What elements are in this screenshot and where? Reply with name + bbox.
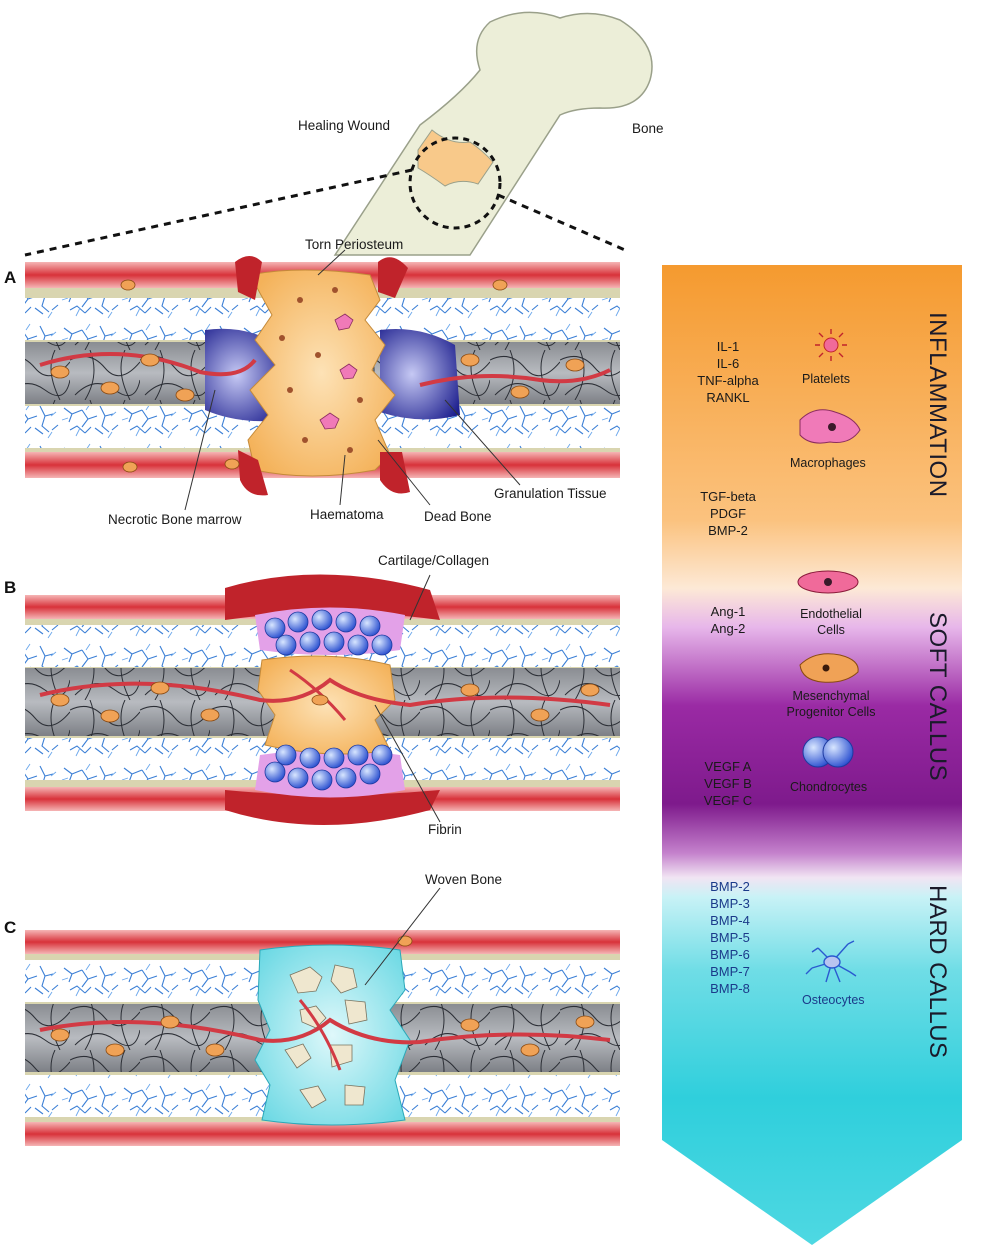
label-torn-periosteum: Torn Periosteum: [305, 237, 404, 252]
factor-group-inflammation-1: IL-1 IL-6 TNF-alpha RANKL: [697, 339, 759, 405]
phase-title-soft-callus: SOFT CALLUS: [924, 612, 951, 782]
cell-label-platelets: Platelets: [802, 372, 850, 386]
label-necrotic-bone-marrow: Necrotic Bone marrow: [108, 512, 242, 527]
label-woven-bone: Woven Bone: [425, 872, 503, 887]
factor-group-soft-callus-1: Ang-1 Ang-2: [710, 604, 746, 636]
mesenchymal-cell-icon: [799, 653, 859, 683]
factor-group-hard-callus: BMP-2 BMP-3 BMP-4 BMP-5 BMP-6 BMP-7 BMP-…: [710, 879, 750, 996]
chondrocyte-icon: [802, 736, 854, 768]
panel-label-b: B: [4, 578, 17, 597]
osteocyte-icon: [805, 940, 857, 983]
label-haematoma: Haematoma: [310, 507, 384, 522]
label-granulation-tissue: Granulation Tissue: [494, 486, 607, 501]
panel-b-illustration: [25, 574, 620, 825]
cell-label-osteocytes: Osteocytes: [802, 993, 865, 1007]
whole-bone: [24, 11, 653, 257]
panel-c-illustration: [25, 887, 620, 1146]
cell-label-mesenchymal-progenitor-cells: Mesenchymal Progenitor Cells: [786, 689, 876, 719]
label-fibrin: Fibrin: [428, 822, 462, 837]
endothelial-cell-icon: [797, 570, 859, 594]
cell-label-endothelial-cells: Endothelial Cells: [800, 607, 862, 637]
phase-title-hard-callus: HARD CALLUS: [924, 885, 951, 1059]
label-dead-bone: Dead Bone: [424, 509, 492, 524]
factor-group-soft-callus-2: VEGF A VEGF B VEGF C: [703, 759, 753, 808]
wound-magnifier-circle: [408, 136, 502, 230]
label-healing-wound: Healing Wound: [298, 118, 391, 133]
panel-label-c: C: [4, 918, 17, 937]
cell-label-macrophages: Macrophages: [790, 456, 866, 470]
label-cartilage-collagen: Cartilage/Collagen: [378, 553, 490, 568]
label-bone: Bone: [632, 121, 664, 136]
platelet-icon: [815, 329, 847, 361]
panel-a-illustration: [25, 249, 620, 511]
macrophage-icon: [799, 409, 861, 444]
panel-label-a: A: [4, 268, 17, 287]
cell-label-chondrocytes: Chondrocytes: [790, 780, 868, 794]
factor-group-inflammation-2: TGF-beta PDGF BMP-2: [700, 489, 756, 538]
phase-title-inflammation: INFLAMMATION: [924, 312, 951, 498]
